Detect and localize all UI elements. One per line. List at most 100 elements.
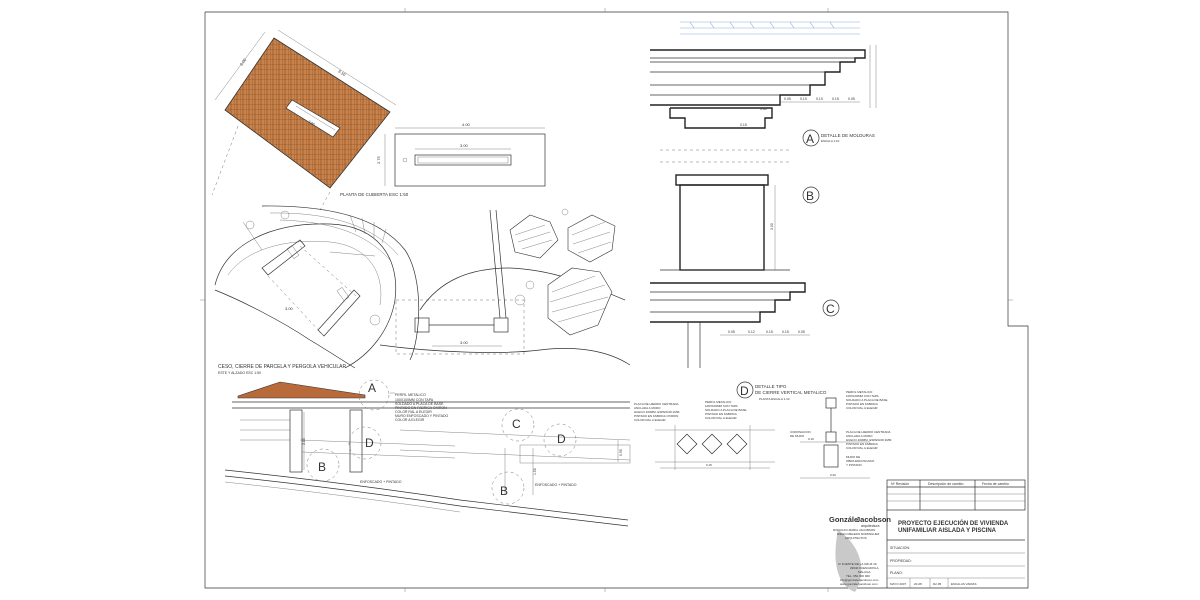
moulding-dim-bottom-1: 0.12	[748, 330, 755, 334]
detail-d-note-rm-3: PINTADO EN FABRICA	[846, 442, 878, 446]
elev-note-4: COLOR RAL A ELEGIR	[395, 410, 432, 414]
roof-ortho-dim-mid: 3.00	[460, 143, 469, 148]
detail-d-note-left-0: PLACA DE HIERRO CENTRADA	[634, 402, 679, 406]
moulding-dim-top-4: 0.05	[848, 97, 855, 101]
detail-d-note-left-2: HUECO 200MM, ESPESOR 2MM	[634, 410, 680, 414]
marker-c-letter: C	[826, 302, 835, 316]
contact-2: MALAGA	[858, 570, 871, 574]
roof-plan-rotated: 6.00 6.10 3.00	[211, 29, 397, 211]
elev-note-6: COLOR A ELEGIR	[395, 418, 425, 422]
detail-d-note-left-3: PINTADO EN FABRICA OXIRON	[634, 414, 678, 418]
moulding-dim-top-1: 0.10	[800, 97, 807, 101]
site-plan-title: CESO, CIERRE DE PARCELA Y PERGOLA VEHICU…	[218, 364, 346, 370]
elev-dim-h1: 3.00	[302, 438, 306, 445]
elev-marker-d2-letter: D	[557, 432, 566, 446]
label-propiedad: PROPIEDAD:	[890, 559, 912, 563]
marker-a	[802, 129, 820, 147]
detail-d-note-rm-0: PLACA DE HIERRO CENTRADA	[846, 430, 891, 434]
detail-d-note-rl-2: Y PINTADO	[846, 463, 863, 467]
elev-marker-d1	[348, 426, 382, 460]
roof-plan-ortho: 4.00 3.00 2.75	[376, 122, 546, 187]
detail-d-sub: PLANTA ESCALA 1:10	[759, 397, 790, 401]
detail-d-note-mid-1: 100X100MM CON TAPA	[705, 404, 738, 408]
detail-d-title2: DE CIERRE VERTICAL METALICO	[755, 390, 827, 395]
brand-tag: arquitectura	[861, 524, 880, 528]
detail-d-dim-2: 0.10	[808, 437, 814, 441]
elev-enfoscado-1: ENFOSCADO + PINTADO	[360, 480, 402, 484]
contact-0: C/ FUENTE DE LA CRUZ 49	[838, 562, 877, 566]
leaf-logo-graphic	[835, 530, 862, 592]
elev-note-0: PERFIL METALICO	[395, 393, 426, 397]
detail-d-note-rt-2: SOLDADO A PLACA DE BASE	[846, 398, 888, 402]
elev-note-2: SOLDADO A PLACA DE BASE	[395, 402, 444, 406]
moulding-dim-bottom-2: 0.15	[766, 330, 773, 334]
detail-d-note-left-1: ANCLADA A MURO	[634, 406, 661, 410]
brand-name-right: Jacobson	[856, 515, 891, 524]
detail-d-note-rm-4: COLOR RAL A ELEGIR	[846, 446, 878, 450]
roof-dim-inner: 3.00	[307, 119, 315, 126]
contact-4: info@gonzalezjacobson.com	[840, 578, 879, 582]
roof-dim-top: 6.10	[337, 69, 347, 78]
detail-d-letter: D	[740, 384, 749, 398]
elev-note-1: 100X100MM CON TAPA	[395, 398, 434, 402]
moulding-dim-bottom-0: 0.05	[728, 330, 735, 334]
project-line-2: UNIFAMILIAR AISLADA Y PISCINA	[898, 528, 997, 534]
tree-1	[509, 214, 559, 259]
rev-header-1: Descripción de cambio	[928, 482, 963, 486]
sheet-frame	[200, 8, 1029, 592]
detail-d-note-rm-1: ANCLADA A MURO	[846, 434, 873, 438]
detail-d-note-mid-3: PINTADO EN FABRICA	[705, 412, 737, 416]
moulding-dim-mid-1: 0.15	[740, 123, 747, 127]
moulding-detail: 0.05 0.10 0.10 0.15 0.05 0.60 0.15 0.05 …	[650, 21, 877, 368]
detail-d-note-rt-4: COLOR RAL A ELEGIR	[846, 406, 878, 410]
elev-marker-c	[501, 408, 535, 442]
rev-header-2: Fecha de cambio	[982, 482, 1009, 486]
elev-marker-a-letter: A	[368, 381, 376, 395]
detail-d-note-corner-1: DE MURO	[790, 434, 805, 438]
roof-ortho-dim-side: 2.75	[376, 155, 381, 164]
elev-marker-c-letter: C	[512, 417, 521, 431]
moulding-dim-vertical: 3.00	[770, 223, 774, 230]
marker-a-letter: A	[806, 132, 814, 146]
title-block: Gonzále Jacobson arquitectura RODOLFO MA…	[829, 510, 1025, 592]
elev-dim-h3: 1.50	[533, 468, 537, 475]
detail-d-title: DETALLE TIPO	[755, 384, 787, 389]
elev-marker-b2	[491, 471, 525, 505]
site-dim-a: 3.00	[285, 306, 294, 311]
footer-code-1: 20-08	[914, 582, 922, 586]
detail-d-dim-0: 0.15	[706, 463, 712, 467]
elev-marker-d1-letter: D	[365, 436, 374, 450]
detail-d-note-corner-0: CORONACION	[790, 430, 811, 434]
detail-d-marker	[736, 381, 754, 399]
elev-dim-h2: 0.90	[619, 449, 623, 456]
label-situacion: SITUACION:	[890, 546, 910, 550]
elev-marker-d2	[543, 423, 577, 457]
footer-code-2: D2-95	[933, 582, 942, 586]
moulding-title: DETALLE DE MOLDURAS	[821, 133, 875, 138]
elev-note-5: MURO ENFOSCADO Y PINTADO	[395, 414, 449, 418]
moulding-dim-bottom-3: 0.15	[782, 330, 789, 334]
project-line-1: PROYECTO EJECUCIÓN DE VIVIENDA	[898, 519, 1009, 527]
contact-1: 29640 FUENGIROLA	[850, 566, 879, 570]
moulding-dim-top-3: 0.15	[832, 97, 839, 101]
marker-c	[822, 299, 840, 317]
rev-header-0: Nº Revisión	[891, 482, 909, 486]
detail-d-note-left-4: COLOR RAL A ELEGIR	[634, 418, 666, 422]
detail-d-note-mid-2: SOLDADO A PLACA DE BASE	[705, 408, 747, 412]
detail-d-note-rl-1: OBRA ENFOSCADO	[846, 459, 875, 463]
moulding-dim-mid-0: 0.60	[760, 107, 767, 111]
contact-3: TEL. 952 000 000	[846, 574, 870, 578]
detail-d-note-rt-1: 100X100MM CON TAPA	[846, 394, 879, 398]
marker-b-letter: B	[806, 189, 814, 203]
detail-d: D DETALLE TIPO DE CIERRE VERTICAL METALI…	[634, 381, 892, 479]
site-plan-subtitle: ESTE Y ALZADO ESC 1:50	[218, 371, 261, 375]
moulding-subtitle: ESCALA 1:10	[821, 139, 840, 143]
elevation: 3.00 0.90 1.50 A D B C D B PERFIL METALI…	[224, 379, 631, 527]
roof-dim-left: 6.00	[239, 57, 248, 67]
detail-d-note-rl-0: MURO DE	[846, 455, 860, 459]
tree-3	[547, 267, 613, 336]
footer-scale: ESCALAS VARIAS	[951, 582, 976, 586]
footer-date: MAYO 2007	[890, 582, 906, 586]
elev-marker-b1	[306, 448, 340, 482]
